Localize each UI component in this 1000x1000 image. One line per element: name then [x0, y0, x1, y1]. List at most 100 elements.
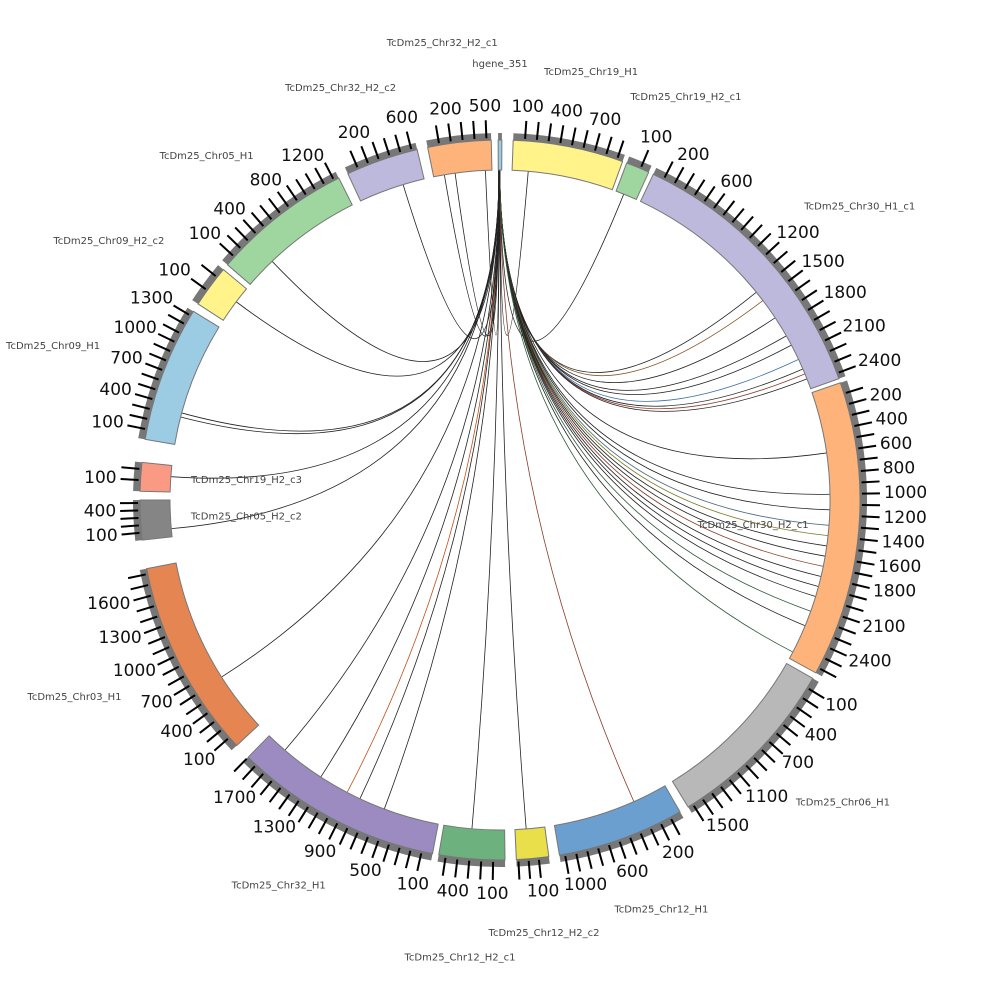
tick-mark — [121, 531, 140, 536]
tick-label: 700 — [589, 110, 621, 130]
tick-mark — [133, 594, 152, 602]
tick-mark — [693, 179, 706, 196]
tick-mark — [405, 131, 413, 150]
segment-scale-band — [437, 854, 506, 867]
tick-mark — [703, 185, 716, 202]
tick-label: 1000 — [564, 875, 607, 895]
tick-mark — [268, 787, 282, 803]
tick-label: 100 — [512, 97, 544, 117]
tick-mark — [757, 232, 772, 247]
tick-mark — [597, 848, 605, 867]
tick-mark — [141, 372, 159, 381]
segment-chr09_h2_c2[interactable] — [190, 264, 248, 321]
segment-ideogram[interactable] — [514, 826, 550, 861]
tick-mark — [157, 332, 175, 343]
segments-layer — [120, 120, 880, 880]
segment-name: TcDm25_Chr32_H2_c2 — [284, 83, 396, 94]
segment-ideogram[interactable] — [639, 173, 840, 390]
segment-chr12_h1[interactable] — [553, 785, 684, 874]
segment-chr30_h2_c1[interactable] — [788, 380, 880, 679]
segment-ideogram[interactable] — [146, 562, 260, 747]
segment-chr19_h2_c1[interactable] — [615, 149, 652, 201]
link-chr12_h2_c1 — [471, 169, 500, 829]
segment-chr05_h2_c2[interactable] — [120, 499, 173, 541]
tick-mark — [851, 409, 870, 416]
segment-chr06_h1[interactable] — [671, 662, 825, 822]
segment-name: TcDm25_Chr12_H2_c2 — [488, 928, 600, 939]
segment-ideogram[interactable] — [511, 139, 624, 191]
segment-ideogram[interactable] — [139, 461, 173, 493]
tick-mark — [861, 480, 880, 484]
tick-mark — [127, 573, 146, 580]
tick-mark — [259, 204, 273, 220]
tick-mark — [349, 150, 359, 168]
labels-layer: hgene_351TcDm25_Chr19_H1TcDm25_Chr19_H2_… — [5, 38, 927, 964]
segment-chr05_h1[interactable] — [219, 162, 353, 286]
tick-label: 1600 — [87, 594, 130, 614]
segment-ideogram[interactable] — [347, 149, 425, 202]
tick-mark — [152, 646, 170, 656]
tick-label: 1200 — [884, 508, 927, 528]
tick-label: 1300 — [253, 817, 296, 837]
tick-mark — [179, 694, 196, 706]
segment-ideogram[interactable] — [671, 662, 814, 808]
tick-mark — [295, 178, 307, 196]
tick-mark — [575, 853, 582, 872]
segment-ideogram[interactable] — [427, 139, 493, 178]
tick-mark — [650, 828, 660, 846]
segment-ideogram[interactable] — [226, 177, 353, 286]
tick-mark — [535, 121, 540, 140]
tick-mark — [145, 362, 163, 371]
segment-chr12_h2_c2[interactable] — [514, 826, 550, 880]
tick-mark — [842, 615, 861, 624]
segment-ideogram[interactable] — [438, 824, 506, 861]
tick-mark — [162, 323, 180, 334]
segment-ideogram[interactable] — [197, 268, 248, 321]
segment-chr19_h1[interactable] — [511, 120, 625, 191]
segment-ideogram[interactable] — [615, 162, 650, 201]
tick-mark — [484, 120, 488, 139]
segment-ideogram[interactable] — [788, 382, 861, 674]
tick-mark — [802, 697, 819, 709]
segment-ideogram[interactable] — [144, 310, 220, 445]
tick-mark — [768, 741, 784, 755]
tick-mark — [173, 684, 190, 696]
tick-mark — [527, 860, 532, 879]
link-chr32_h1 — [320, 170, 500, 778]
segment-ideogram[interactable] — [139, 499, 173, 541]
tick-mark — [819, 667, 837, 679]
link-chr30_h1_c1 — [499, 169, 757, 373]
segment-chr32_h2_c2[interactable] — [344, 131, 425, 202]
tick-mark — [629, 837, 638, 855]
tick-mark — [594, 133, 601, 151]
tick-mark — [360, 145, 369, 164]
tick-mark — [153, 342, 171, 352]
tick-mark — [199, 721, 215, 734]
segment-ideogram[interactable] — [553, 785, 681, 856]
tick-mark — [824, 657, 842, 668]
segment-ideogram[interactable] — [497, 139, 503, 171]
segment-ideogram[interactable] — [247, 735, 439, 855]
tick-mark — [136, 605, 155, 613]
tick-mark — [143, 625, 162, 635]
segment-hgene[interactable] — [497, 133, 503, 171]
segment-chr03_h1[interactable] — [127, 562, 260, 752]
tick-label: 400 — [550, 102, 582, 122]
tick-mark — [834, 637, 852, 646]
tick-mark — [200, 264, 217, 277]
segment-name: TcDm25_Chr30_H2_c1 — [697, 520, 809, 531]
tick-label: 400 — [160, 722, 192, 742]
segment-chr32_h2_c1[interactable] — [426, 120, 493, 178]
segment-chr19_h2_c3[interactable] — [120, 461, 173, 493]
segment-chr32_h1[interactable] — [233, 735, 439, 872]
tick-mark — [616, 140, 625, 158]
segment-chr09_h1[interactable] — [127, 304, 220, 445]
tick-mark — [121, 466, 140, 470]
tick-label: 1000 — [884, 483, 927, 503]
segment-chr30_h1_c1[interactable] — [639, 161, 857, 390]
segment-name: TcDm25_Chr32_H1 — [231, 880, 326, 891]
link-chr32_h1 — [383, 170, 500, 810]
tick-label: 1000 — [114, 318, 157, 338]
segment-chr12_h2_c1[interactable] — [437, 824, 506, 880]
tick-mark — [434, 125, 440, 144]
